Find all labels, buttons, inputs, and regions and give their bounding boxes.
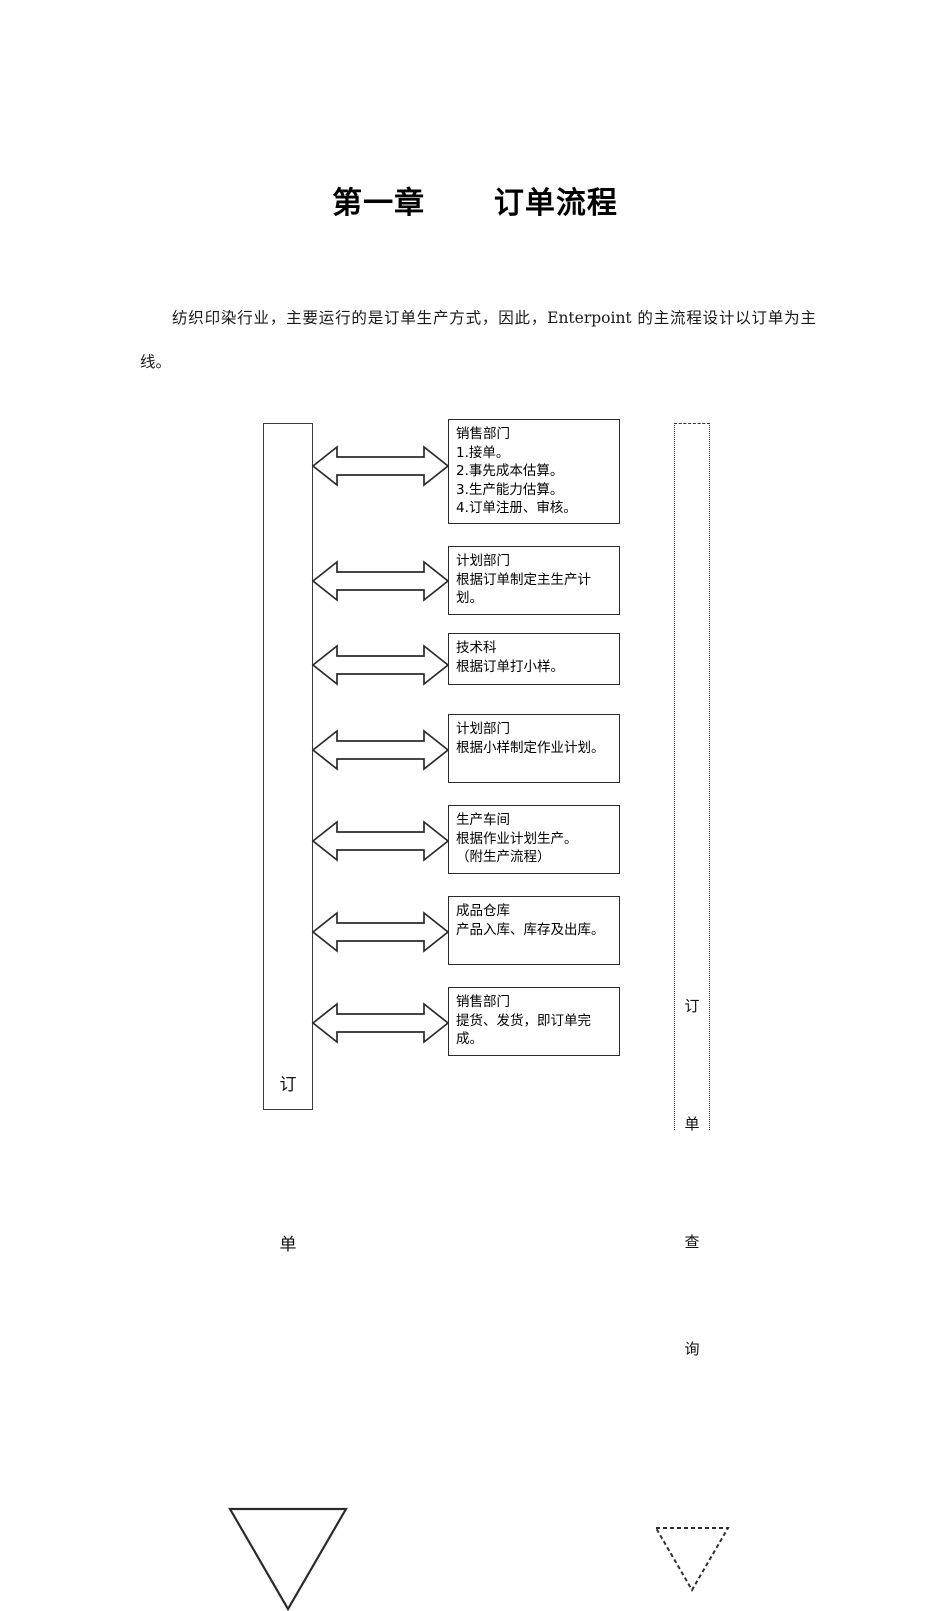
step-box-production-workshop: 生产车间 根据作业计划生产。 （附生产流程） bbox=[448, 805, 620, 874]
step-box-planning-master: 计划部门 根据订单制定主生产计划。 bbox=[448, 546, 620, 615]
connector-arrow-7 bbox=[311, 1002, 450, 1044]
connector-arrow-1 bbox=[311, 445, 450, 487]
step-box-technical-section: 技术科 根据订单打小样。 bbox=[448, 633, 620, 685]
step-box-planning-operation: 计划部门 根据小样制定作业计划。 bbox=[448, 714, 620, 783]
query-bar-label-4: 询 bbox=[684, 1340, 700, 1358]
connector-arrow-6 bbox=[311, 911, 450, 953]
order-bar-arrowhead-icon bbox=[228, 1507, 348, 1611]
connector-arrow-3 bbox=[311, 644, 450, 686]
order-bar-label-2: 单 bbox=[279, 1235, 297, 1255]
page-title: 第一章 订单流程 bbox=[332, 186, 618, 221]
order-main-bar bbox=[263, 423, 313, 1110]
intro-paragraph: 纺织印染行业，主要运行的是订单生产方式，因此，Enterpoint 的主流程设计… bbox=[140, 309, 816, 371]
connector-arrow-4 bbox=[311, 729, 450, 771]
query-bar-arrowhead-icon bbox=[654, 1527, 730, 1592]
connector-arrow-5 bbox=[311, 820, 450, 862]
order-bar-label-1: 订 bbox=[279, 1075, 297, 1095]
step-box-sales-intake: 销售部门 1.接单。 2.事先成本估算。 3.生产能力估算。 4.订单注册、审核… bbox=[448, 419, 620, 524]
query-bar-label-3: 查 bbox=[684, 1233, 700, 1251]
document-page: 第一章 订单流程 纺织印染行业，主要运行的是订单生产方式，因此，Enterpoi… bbox=[0, 186, 950, 1611]
step-box-finished-goods-warehouse: 成品仓库 产品入库、库存及出库。 bbox=[448, 896, 620, 965]
order-query-bar bbox=[674, 423, 710, 1130]
query-bar-label-2: 单 bbox=[684, 1115, 700, 1133]
query-bar-label-1: 订 bbox=[684, 997, 700, 1015]
step-box-sales-delivery: 销售部门 提货、发货，即订单完成。 bbox=[448, 987, 620, 1056]
order-flow-diagram: 订 单 订 单 查 询 销售部门 1.接单。 2.事先成本估算。 3.生产能力估… bbox=[0, 400, 950, 1611]
connector-arrow-2 bbox=[311, 560, 450, 602]
